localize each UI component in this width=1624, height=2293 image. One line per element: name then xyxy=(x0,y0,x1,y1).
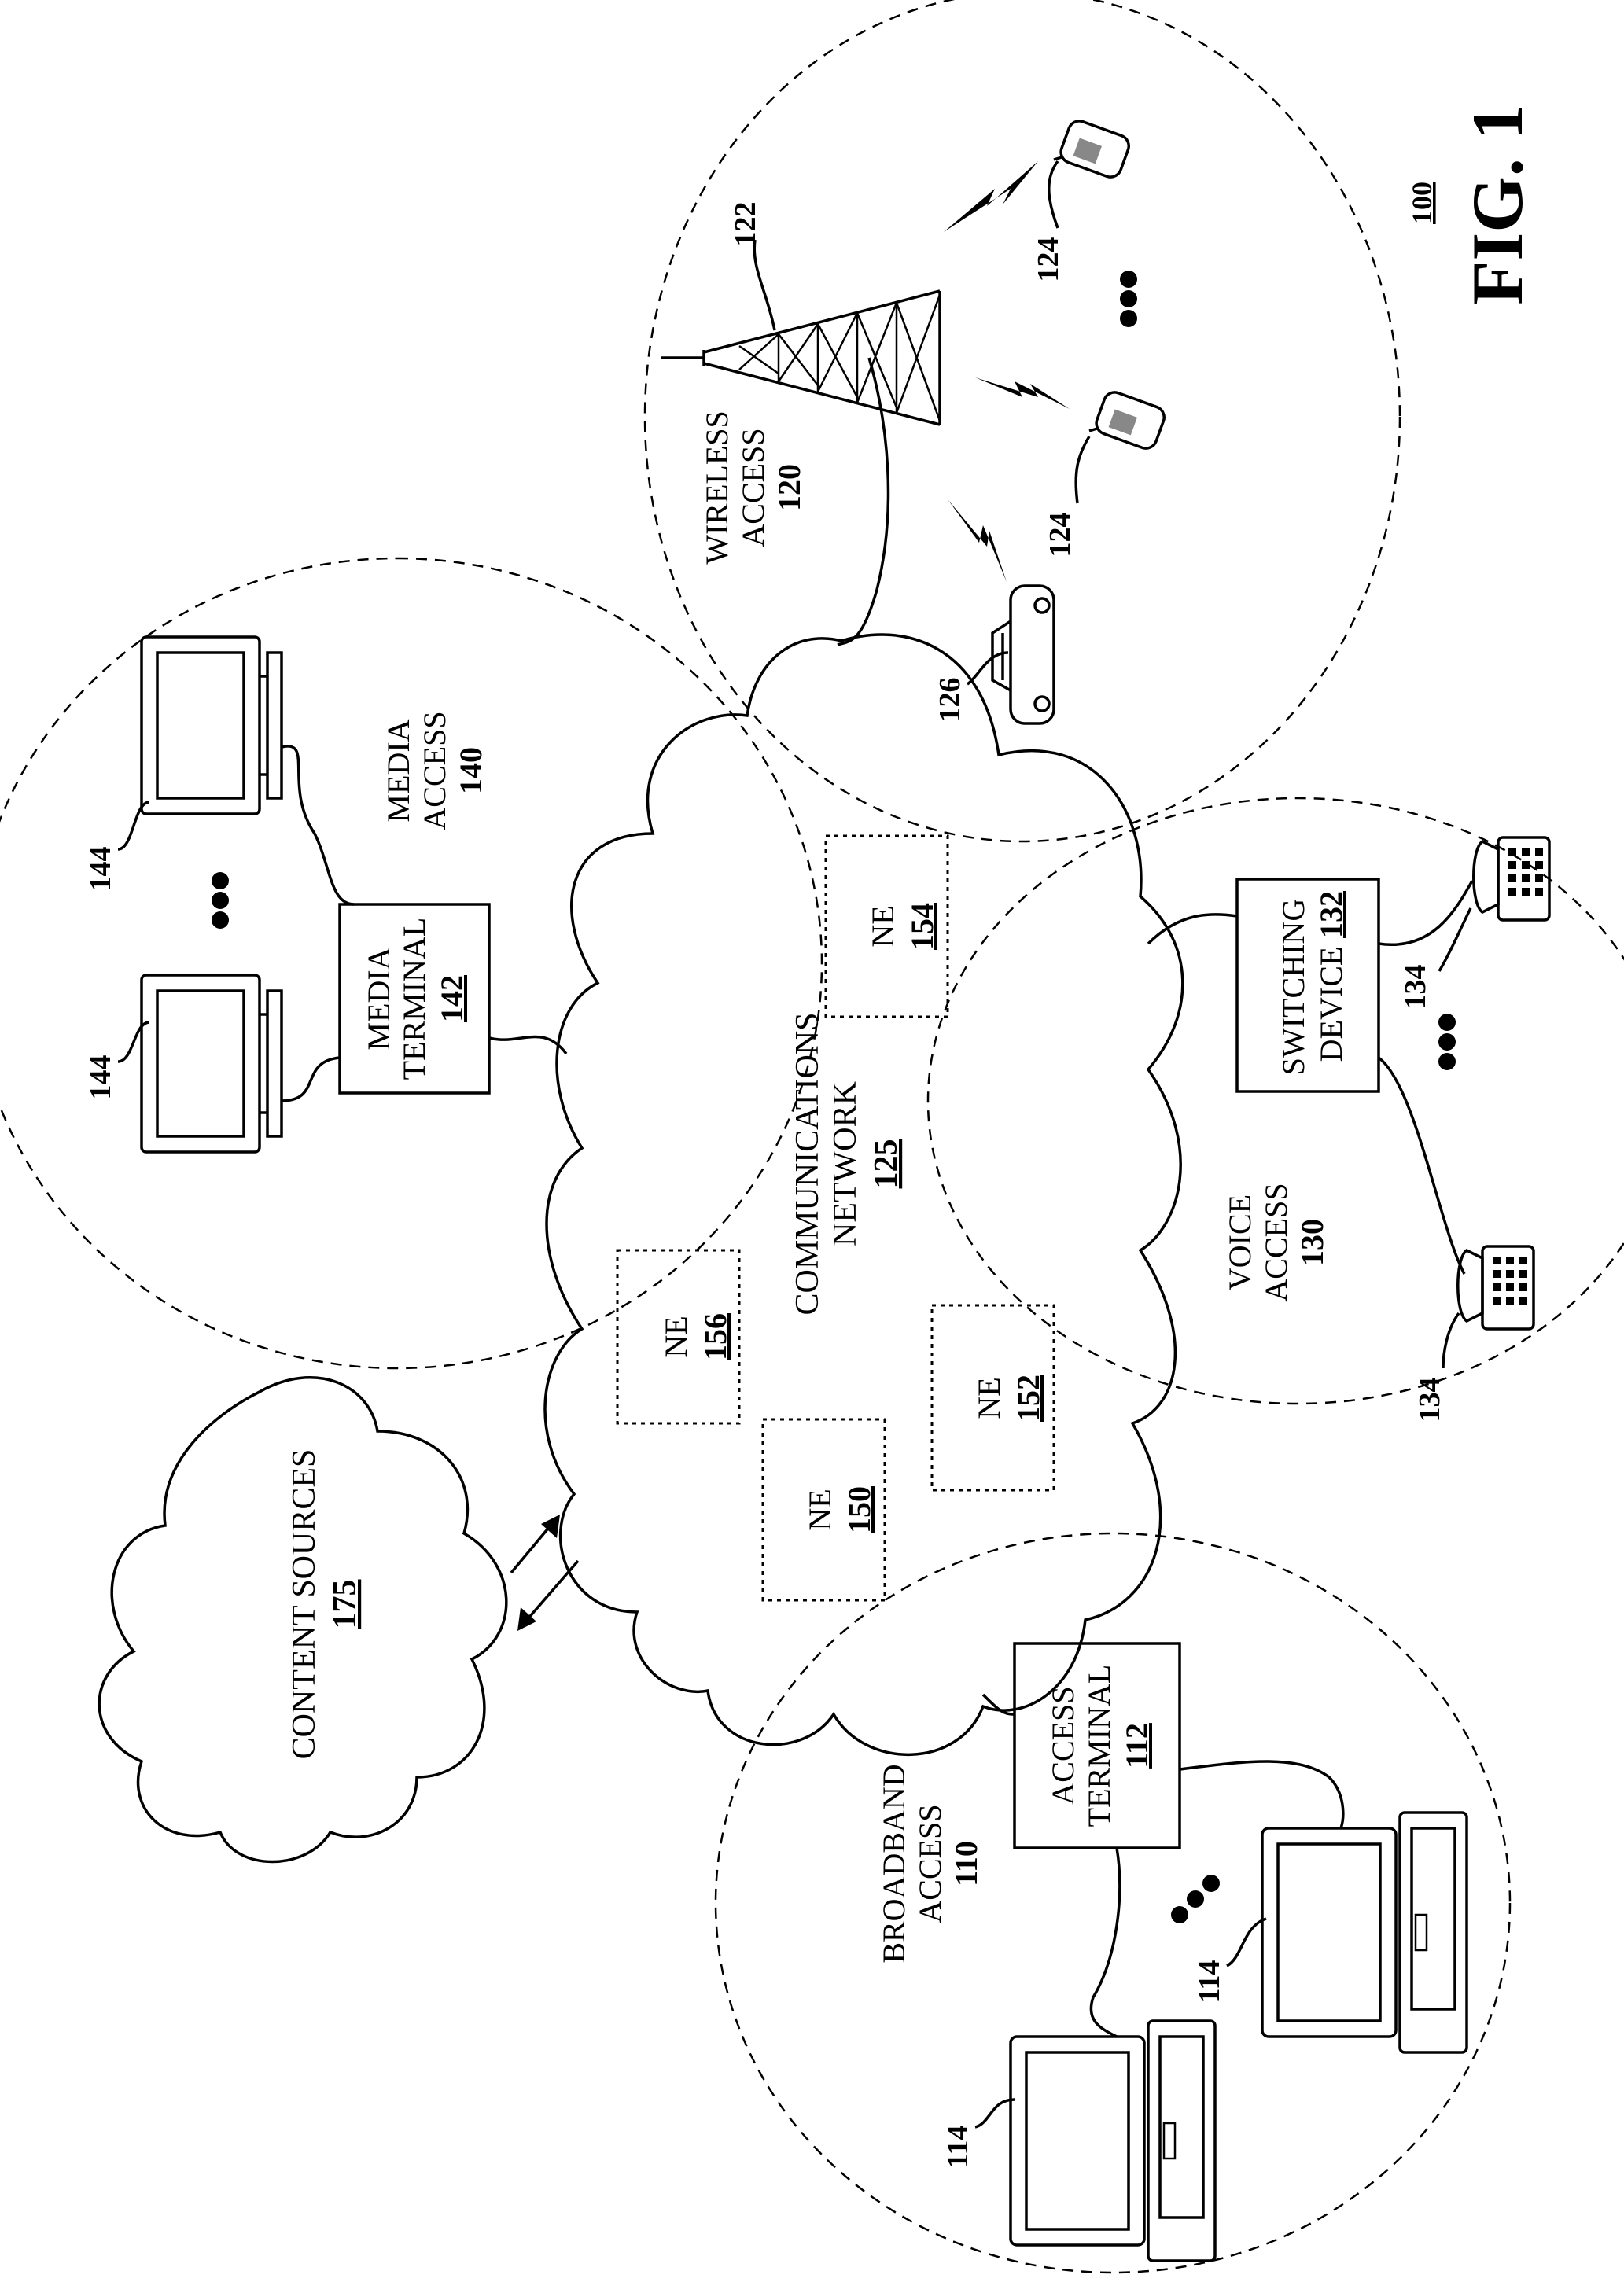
broadband-access-ref: 110 xyxy=(948,1841,984,1886)
wireless-access-line1: WIRELESS xyxy=(699,410,735,565)
voice-phone-lower xyxy=(1458,1246,1534,1329)
media-link-left xyxy=(282,1058,340,1101)
ne-label-152: NE 152 xyxy=(971,1375,1046,1422)
access-terminal-label: ACCESS TERMINAL 112 xyxy=(1045,1665,1154,1827)
media-display-left xyxy=(142,975,282,1152)
switching-device-ref: 132 xyxy=(1313,891,1349,938)
media-terminal-label: MEDIA TERMINAL 142 xyxy=(361,918,470,1080)
figure-ref: 100 xyxy=(1406,182,1438,224)
ne-label-154: NE 154 xyxy=(865,903,940,950)
ne-156-text: NE xyxy=(658,1316,694,1357)
media-access-line2: ACCESS xyxy=(417,711,452,830)
media-ellipsis xyxy=(212,872,229,929)
wireless-signal-bolt-2 xyxy=(975,377,1070,409)
voice-phone-ref-upper: 134 xyxy=(1399,965,1432,1010)
vehicle-ref: 126 xyxy=(934,678,967,723)
ne-156-ref: 156 xyxy=(698,1313,733,1360)
broadband-access-label: BROADBAND ACCESS 110 xyxy=(876,1764,984,1963)
leader-134-lower xyxy=(1443,1313,1459,1368)
terminal-to-laptop-left xyxy=(1091,1848,1119,2037)
leader-124-lower xyxy=(1076,436,1089,503)
broadband-laptop-right xyxy=(1262,1813,1467,2052)
broadband-access-line1: BROADBAND xyxy=(876,1764,911,1963)
content-link-arrows xyxy=(511,1515,578,1631)
wireless-phone-ref-lower: 124 xyxy=(1044,513,1077,558)
network-label-line2: NETWORK xyxy=(827,1081,864,1246)
leader-134-upper xyxy=(1439,908,1471,971)
voice-ellipsis xyxy=(1438,1014,1456,1070)
media-access-line1: MEDIA xyxy=(381,719,416,822)
ne-154-ref: 154 xyxy=(904,903,940,950)
ne-150-text: NE xyxy=(802,1489,838,1530)
voice-access-label: VOICE ACCESS 130 xyxy=(1222,1183,1330,1301)
switching-device-line2: DEVICE xyxy=(1313,947,1349,1062)
media-terminal-line1: MEDIA xyxy=(361,947,396,1050)
wireless-phone-upper xyxy=(1054,118,1132,180)
access-terminal-line2: TERMINAL xyxy=(1081,1665,1117,1827)
media-display-ref-left: 144 xyxy=(84,1055,117,1100)
switching-device-line2-group: DEVICE 132 xyxy=(1313,891,1349,1062)
ne-label-150: NE 150 xyxy=(802,1486,877,1533)
leader-114-left xyxy=(975,2100,1015,2127)
media-terminal-line2: TERMINAL xyxy=(396,918,432,1080)
ne-150-ref: 150 xyxy=(841,1486,877,1533)
voice-phone-upper xyxy=(1474,837,1549,920)
leader-124-upper xyxy=(1049,161,1058,228)
voice-access-line1: VOICE xyxy=(1222,1194,1258,1290)
media-to-network-link xyxy=(489,1036,566,1054)
media-link-right xyxy=(282,746,354,904)
broadband-ellipsis xyxy=(1171,1875,1220,1923)
access-terminal-line1: ACCESS xyxy=(1045,1686,1081,1805)
wireless-signal-bolt-1 xyxy=(944,161,1038,232)
voice-access-region xyxy=(928,798,1624,1404)
tower-ref: 122 xyxy=(729,202,762,247)
access-terminal-ref: 112 xyxy=(1119,1723,1154,1769)
media-access-label: MEDIA ACCESS 140 xyxy=(381,711,488,830)
wireless-access-label: WIRELESS ACCESS 120 xyxy=(699,410,807,565)
media-terminal-ref: 142 xyxy=(434,975,470,1022)
content-sources-ref: 175 xyxy=(327,1580,363,1629)
cell-tower xyxy=(661,291,940,425)
network-ref: 125 xyxy=(868,1139,904,1189)
broadband-access-line2: ACCESS xyxy=(912,1804,948,1923)
wireless-access-region xyxy=(645,0,1400,841)
switch-to-phone-lower xyxy=(1379,1058,1464,1274)
wireless-access-line2: ACCESS xyxy=(735,428,771,547)
leader-122 xyxy=(754,240,775,330)
wireless-ellipsis xyxy=(1120,271,1137,327)
ne-154-text: NE xyxy=(865,905,900,947)
ne-152-ref: 152 xyxy=(1011,1375,1046,1422)
broadband-laptop-ref-right: 114 xyxy=(1193,1960,1226,2004)
terminal-to-laptop-right xyxy=(1180,1761,1343,1828)
voice-phone-ref-lower: 134 xyxy=(1413,1378,1446,1423)
media-display-ref-right: 144 xyxy=(84,847,117,892)
broadband-laptop-left xyxy=(1011,2021,1215,2261)
switching-device-label: SWITCHING DEVICE 132 xyxy=(1276,891,1349,1075)
media-display-right xyxy=(142,637,282,814)
content-sources-label: CONTENT SOURCES 175 xyxy=(286,1449,363,1760)
wireless-access-ref: 120 xyxy=(771,464,807,511)
wireless-phone-lower xyxy=(1089,389,1167,451)
ne-152-text: NE xyxy=(971,1377,1007,1419)
wireless-signal-bolt-3 xyxy=(948,499,1007,582)
media-access-ref: 140 xyxy=(453,747,488,794)
voice-access-line2: ACCESS xyxy=(1258,1183,1294,1301)
network-label-line1: COMMUNICATIONS xyxy=(790,1012,826,1315)
content-sources-text: CONTENT SOURCES xyxy=(286,1449,322,1760)
leader-114-right xyxy=(1227,1919,1266,1966)
leader-144-left xyxy=(118,1022,149,1062)
wireless-phone-ref-upper: 124 xyxy=(1032,237,1065,282)
switching-device-line1: SWITCHING xyxy=(1276,899,1311,1075)
figure-title: FIG. 1 xyxy=(1457,104,1537,305)
voice-access-ref: 130 xyxy=(1294,1219,1330,1266)
leader-144-right xyxy=(118,802,149,849)
network-label: COMMUNICATIONS NETWORK 125 xyxy=(790,1012,904,1315)
broadband-laptop-ref-left: 114 xyxy=(941,2126,974,2169)
ne-label-156: NE 156 xyxy=(658,1313,733,1360)
